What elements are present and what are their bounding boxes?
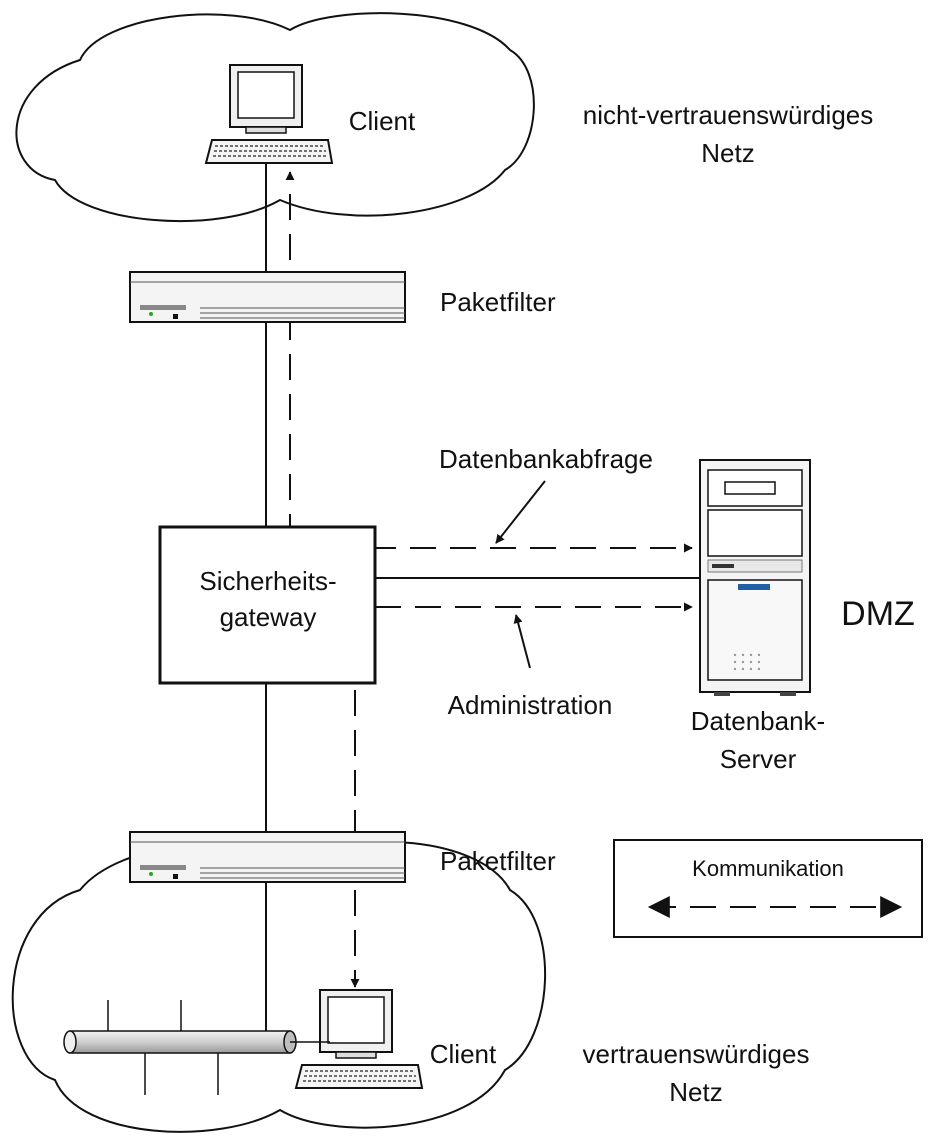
- packet-filter-bottom-icon: [129, 831, 406, 883]
- client-bottom-label: Client: [430, 1039, 497, 1069]
- network-bus-icon: [63, 1000, 330, 1095]
- administration-label: Administration: [448, 690, 613, 720]
- db-server-label-line2: Server: [720, 744, 797, 774]
- security-gateway-box: [158, 525, 377, 685]
- db-server-label-line1: Datenbank-: [691, 706, 825, 736]
- untrusted-network-label-line2: Netz: [701, 138, 754, 168]
- gateway-label-line1: Sicherheits-: [199, 566, 336, 596]
- trusted-network-label-line1: vertrauenswürdiges: [583, 1039, 810, 1069]
- annotation-pointers: [495, 480, 546, 669]
- packet-filter-top-label: Paketfilter: [440, 287, 556, 317]
- legend-box: [613, 839, 923, 938]
- client-computer-top-icon: [204, 64, 334, 164]
- client-top-label: Client: [349, 106, 416, 136]
- trusted-network-cloud: [11, 840, 546, 1133]
- untrusted-network-label-line1: nicht-vertrauenswürdiges: [583, 100, 873, 130]
- dmz-label: DMZ: [841, 595, 915, 633]
- db-query-pointer-arrow: [495, 480, 546, 544]
- legend: Kommunikation: [613, 839, 923, 938]
- gateway-label-line2: gateway: [220, 602, 317, 632]
- client-computer-bottom-icon: [294, 989, 424, 1089]
- trusted-network-label-line2: Netz: [669, 1077, 722, 1107]
- packet-filter-bottom-label: Paketfilter: [440, 846, 556, 876]
- packet-filter-top-icon: [129, 271, 406, 323]
- database-server-icon: [699, 459, 811, 696]
- legend-title: Kommunikation: [692, 856, 844, 881]
- administration-pointer-arrow: [513, 614, 531, 669]
- db-query-label: Datenbankabfrage: [439, 444, 653, 474]
